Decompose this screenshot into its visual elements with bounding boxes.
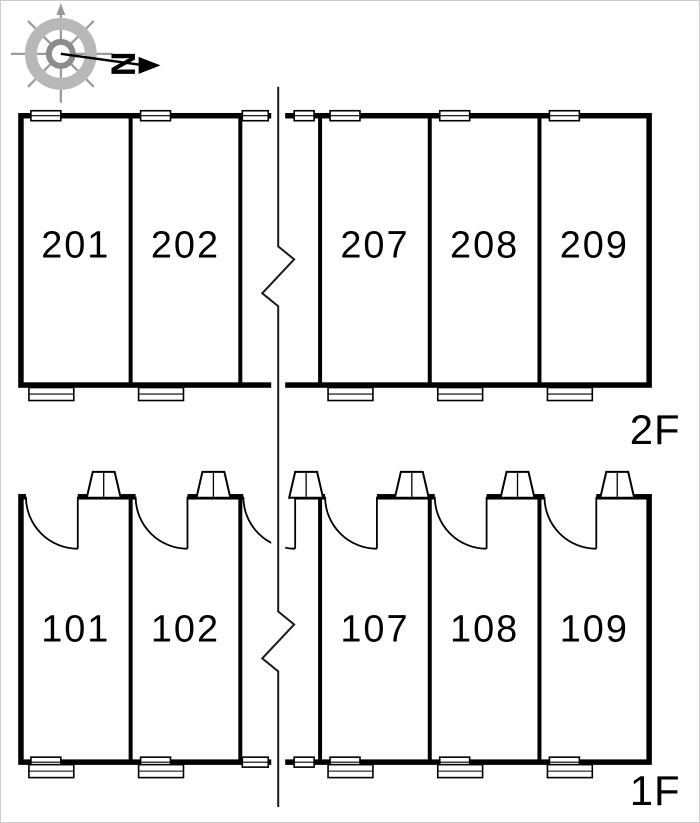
entrance-step bbox=[327, 763, 374, 779]
window-icon bbox=[438, 109, 471, 122]
unit-label: 109 bbox=[560, 608, 629, 650]
double-door-icon bbox=[85, 470, 122, 499]
unit-label: 201 bbox=[41, 224, 110, 266]
entrance-door-arc bbox=[242, 490, 297, 550]
floor-label-1f: 1F bbox=[630, 767, 681, 814]
unit-block-outline-2f bbox=[18, 112, 652, 388]
entrance-step bbox=[436, 386, 484, 402]
entrance-door-arc bbox=[543, 490, 598, 550]
unit-label: 207 bbox=[340, 224, 409, 266]
entrance-step bbox=[436, 763, 484, 779]
window-icon bbox=[241, 756, 270, 768]
window-icon bbox=[139, 109, 172, 122]
double-door-icon bbox=[499, 470, 536, 499]
break-wall-gap bbox=[271, 486, 286, 779]
north-arrow-head bbox=[138, 56, 161, 74]
entrance-step bbox=[546, 763, 594, 779]
floor-2f: 201 202 207 208 209 2F bbox=[18, 109, 681, 453]
unit-label: 107 bbox=[340, 608, 409, 650]
entrance-step bbox=[327, 386, 374, 402]
unit-label: 209 bbox=[560, 224, 629, 266]
unit-label: 108 bbox=[450, 608, 519, 650]
unit-label: 101 bbox=[41, 608, 110, 650]
north-letter: N bbox=[104, 52, 142, 77]
entrance-door-arc bbox=[25, 490, 79, 550]
entrance-step bbox=[137, 386, 185, 402]
window-icon bbox=[293, 756, 315, 768]
unit-label: 202 bbox=[151, 224, 220, 266]
entrance-door-arc bbox=[324, 490, 378, 550]
double-door-icon bbox=[195, 470, 232, 499]
entrance-step bbox=[137, 763, 185, 779]
north-arrow: N bbox=[60, 52, 161, 77]
window-icon bbox=[30, 109, 62, 122]
window-icon bbox=[293, 109, 315, 122]
floor-label-2f: 2F bbox=[630, 406, 681, 453]
break-line bbox=[260, 86, 296, 808]
section-break bbox=[260, 86, 296, 808]
entrance-step bbox=[28, 763, 75, 779]
entrance-door-arc bbox=[433, 490, 488, 550]
compass-outer-ring bbox=[24, 17, 97, 90]
window-icon bbox=[329, 109, 361, 122]
entrance-door-arc bbox=[134, 490, 189, 550]
unit-label: 102 bbox=[151, 608, 220, 650]
unit-block-outline-1f bbox=[18, 494, 652, 765]
break-wall-gap bbox=[271, 104, 286, 399]
unit-label: 208 bbox=[450, 224, 519, 266]
entrance-step bbox=[28, 386, 75, 402]
compass-rose: N bbox=[10, 2, 161, 103]
compass-spoke-arrowhead bbox=[56, 2, 66, 15]
double-door-icon bbox=[599, 470, 636, 499]
north-arrow-line bbox=[60, 52, 141, 67]
window-icon bbox=[548, 109, 581, 122]
double-door-icon bbox=[287, 470, 325, 499]
floor-1f: 101 102 107 108 109 1F bbox=[18, 470, 681, 814]
entrance-step bbox=[546, 386, 594, 402]
window-icon bbox=[241, 109, 270, 122]
double-door-icon bbox=[393, 470, 431, 499]
